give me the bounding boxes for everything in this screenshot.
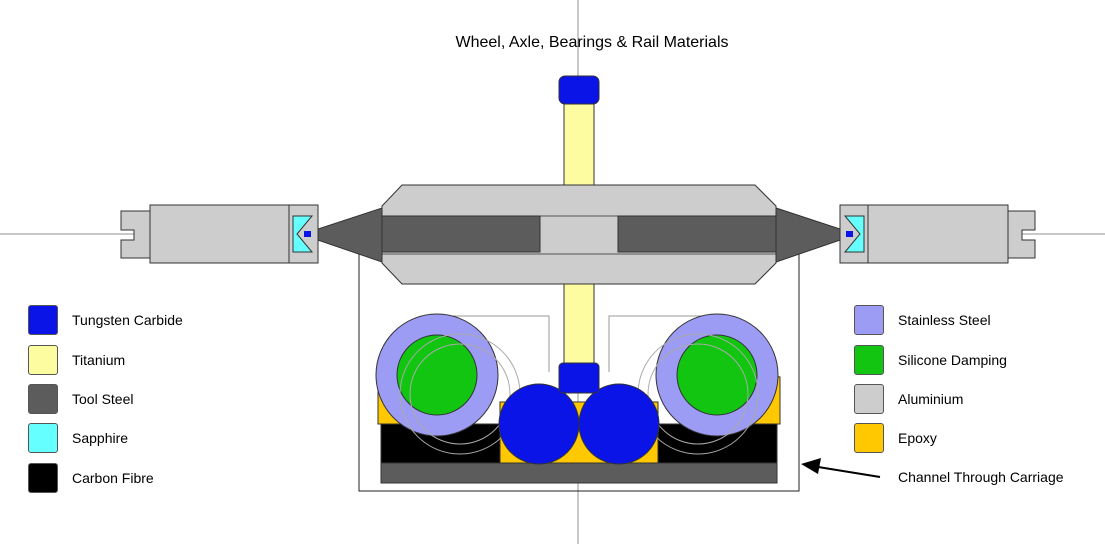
left-wheel-ball — [498, 383, 580, 465]
left-sapphire-jewel — [292, 215, 314, 253]
left-rail-block — [120, 204, 290, 264]
tool-steel-core-right — [617, 215, 777, 253]
annotation-arrow-head — [801, 458, 821, 474]
top-axle-cap — [558, 75, 600, 105]
right-rail-block — [867, 204, 1036, 264]
legend-label: Sapphire — [72, 430, 129, 446]
legend-label: Aluminium — [898, 391, 964, 407]
legend-label: Tungsten Carbide — [72, 312, 183, 328]
right-guide-circle-inner — [647, 343, 749, 445]
legend-swatch — [854, 384, 884, 414]
legend-swatch — [28, 463, 58, 493]
legend-swatch — [854, 305, 884, 335]
right-wheel-ball — [578, 383, 660, 465]
right-silicone-core — [676, 334, 758, 416]
right-jewel-tip — [846, 231, 853, 237]
legend-label: Silicone Damping — [898, 352, 1007, 368]
annotation-arrow-line — [811, 465, 881, 478]
base-tool-steel-strip — [380, 462, 778, 484]
left-silicone-core — [396, 334, 478, 416]
legend-swatch — [28, 345, 58, 375]
channel-inner-left — [430, 315, 550, 372]
right-sapphire-jewel — [843, 215, 865, 253]
left-guide-circle-inner — [409, 343, 511, 445]
legend-label: Carbon Fibre — [72, 470, 154, 486]
channel-annotation: Channel Through Carriage — [898, 469, 1064, 485]
left-jewel-tip — [304, 231, 311, 237]
legend-swatch — [28, 423, 58, 453]
channel-inner-right — [608, 315, 726, 372]
left-pivot-cone — [308, 207, 383, 263]
legend-swatch — [28, 305, 58, 335]
legend-swatch — [28, 384, 58, 414]
diagram-title: Wheel, Axle, Bearings & Rail Materials — [455, 34, 729, 51]
legend-label: Titanium — [72, 352, 126, 368]
tool-steel-core-left — [381, 215, 541, 253]
legend-swatch — [854, 345, 884, 375]
aluminium-hub — [381, 184, 777, 285]
right-pivot-cone — [775, 207, 850, 263]
legend-label: Tool Steel — [72, 391, 134, 407]
bottom-axle-cap — [558, 362, 600, 394]
legend-swatch — [854, 423, 884, 453]
legend-label: Epoxy — [898, 430, 937, 446]
legend-label: Stainless Steel — [898, 312, 991, 328]
